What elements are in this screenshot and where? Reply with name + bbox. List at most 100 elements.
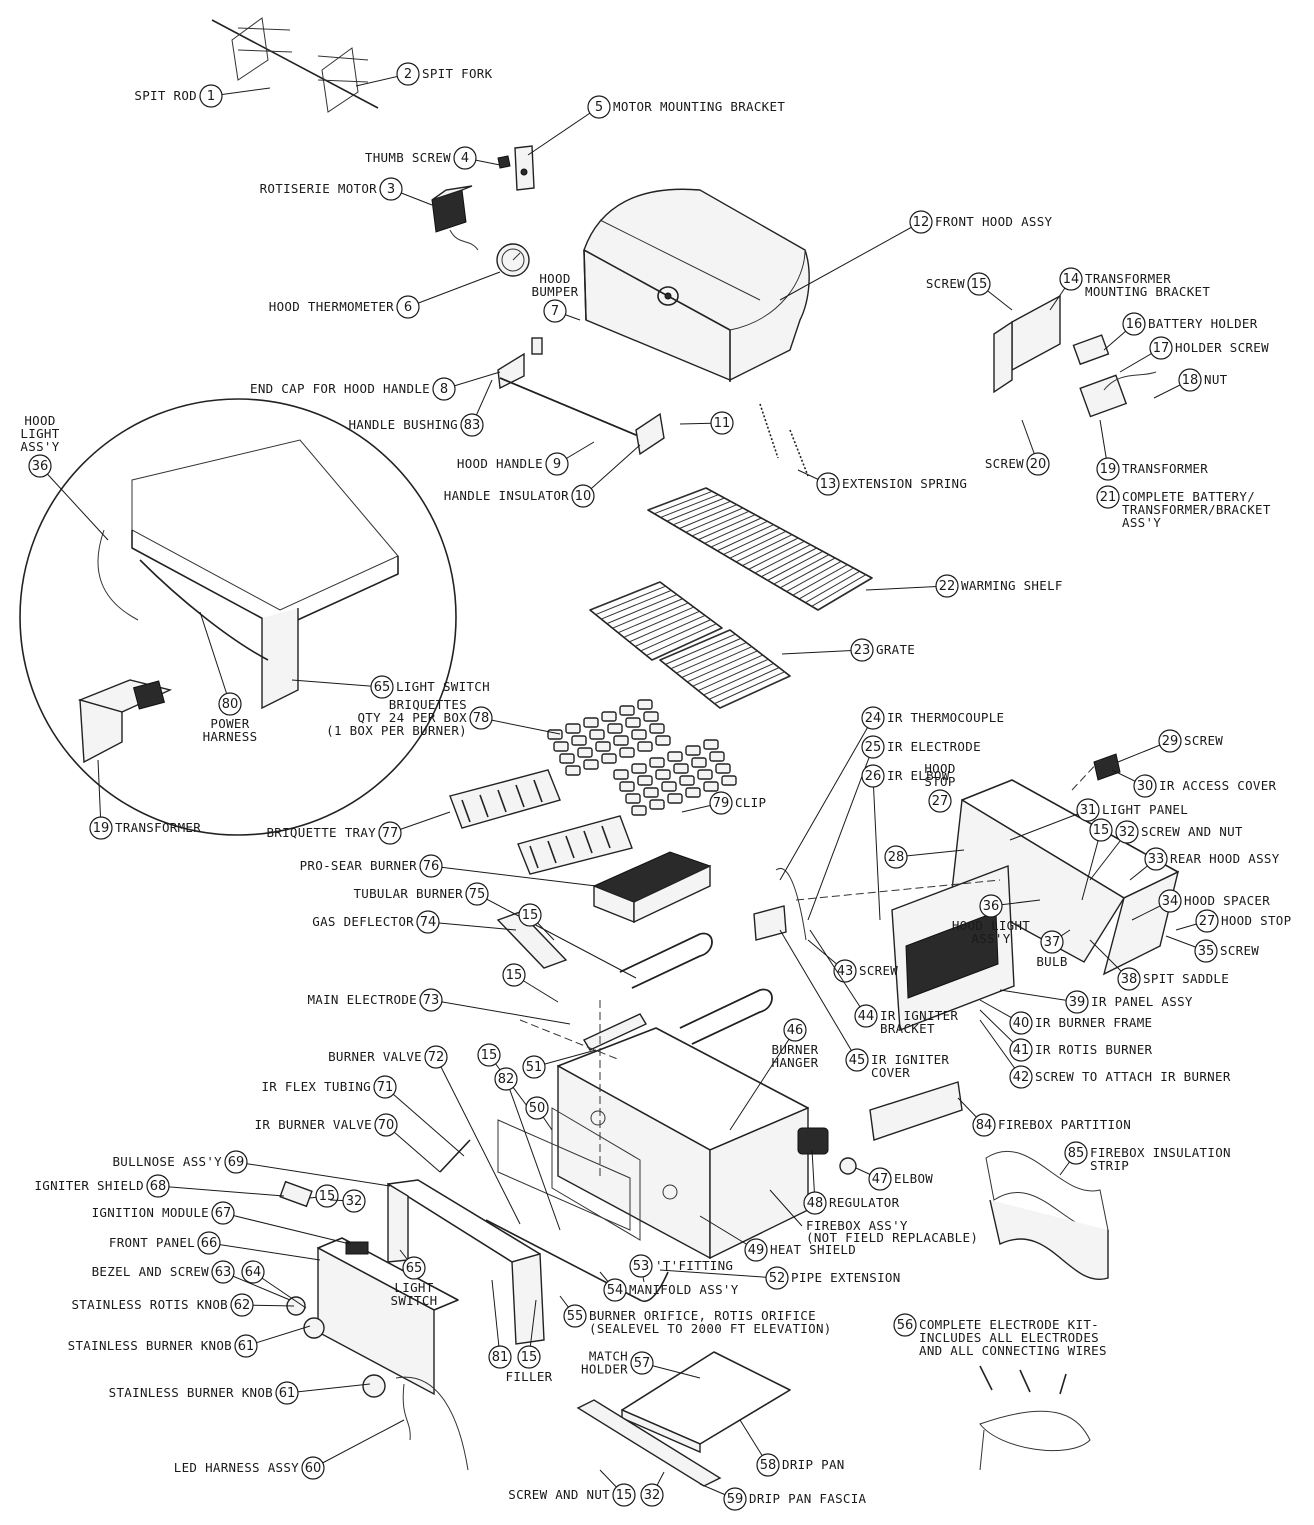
callout-number: 18	[1182, 373, 1199, 388]
callout-number: 65	[374, 680, 391, 695]
briquette	[691, 757, 707, 768]
callout-number: 40	[1013, 1016, 1030, 1031]
callout-label: LED HARNESS ASSY	[174, 1460, 299, 1475]
callout-number: 15	[971, 277, 988, 292]
front-panel-drawing	[279, 1179, 545, 1398]
callout-bubble	[816, 472, 840, 496]
callout-number: 82	[498, 1072, 515, 1087]
callout-15: 15	[477, 1043, 531, 1111]
callout-bubble	[1064, 1141, 1088, 1165]
callout-bubble	[1009, 1011, 1033, 1035]
callout-bubble	[861, 735, 885, 759]
callout-label: IR IGNITER	[880, 1008, 958, 1023]
callout-label: SPIT FORK	[422, 66, 493, 81]
shelf-bar	[811, 574, 867, 607]
callout-number: 79	[713, 796, 730, 811]
callout-bubble	[709, 791, 733, 815]
callout-number: 34	[1162, 894, 1179, 909]
callout-bubble	[374, 1113, 398, 1137]
callout-label: IR BURNER FRAME	[1035, 1015, 1152, 1030]
shelf-bar	[742, 537, 799, 567]
callout-label: MATCH	[589, 1349, 628, 1364]
callout-number: 38	[1121, 972, 1138, 987]
briquette	[619, 747, 635, 758]
callout-label: COVER	[871, 1065, 910, 1080]
callout-number: 67	[215, 1206, 232, 1221]
leader-line	[659, 1269, 778, 1279]
callout-label: LIGHT	[394, 1280, 433, 1295]
callout-bubble	[416, 910, 440, 934]
callout-bubble	[1026, 452, 1050, 476]
callout-label: BRIQUETTE TRAY	[266, 825, 376, 840]
callout-bubble	[424, 1045, 448, 1069]
callout-label: IR IGNITER	[871, 1052, 949, 1067]
callout-bubble	[241, 1260, 265, 1284]
callout-label: HANDLE BUSHING	[348, 417, 458, 432]
callout-label: IR PANEL ASSY	[1091, 994, 1193, 1009]
grate-bar	[612, 598, 683, 629]
callout-label: NUT	[1204, 372, 1228, 387]
shelf-bar	[647, 487, 707, 511]
callout-bubble	[402, 1256, 426, 1280]
callout-bubble	[861, 764, 885, 788]
callout-label: FIREBOX PARTITION	[998, 1117, 1131, 1132]
manifold-drawing	[439, 1139, 669, 1303]
callout-label: ELBOW	[894, 1171, 933, 1186]
warming-shelf-drawing	[647, 487, 873, 611]
grate-bar	[617, 602, 689, 634]
callout-number: 15	[481, 1048, 498, 1063]
callout-number: 68	[150, 1179, 167, 1194]
briquette	[655, 735, 671, 746]
callout-label: FIREBOX INSULATION	[1090, 1145, 1231, 1160]
callout-bubble	[1076, 798, 1100, 822]
callout-number: 1	[207, 89, 215, 104]
callout-label: LIGHT SWITCH	[396, 679, 490, 694]
callout-bubble	[1195, 909, 1219, 933]
callout-number: 39	[1069, 995, 1086, 1010]
callout-number: 7	[551, 304, 559, 319]
firebox-note: (NOT FIELD REPLACABLE)	[806, 1230, 978, 1245]
callout-number: 32	[346, 1194, 363, 1209]
briquette	[613, 769, 629, 780]
callout-label: BULLNOSE ASS'Y	[112, 1154, 222, 1169]
tray-slot	[583, 830, 593, 854]
leader-line	[435, 1056, 521, 1225]
tray-slot	[565, 835, 575, 859]
grate-bar	[719, 675, 791, 709]
briquette	[667, 751, 683, 762]
callout-label: BURNER ORIFICE, ROTIS ORIFICE	[589, 1308, 816, 1323]
callout-number: 80	[222, 697, 239, 712]
callout-label: IGNITION MODULE	[92, 1205, 209, 1220]
leader-line	[505, 1078, 561, 1231]
callout-number: 61	[279, 1386, 296, 1401]
shelf-bar	[735, 534, 793, 563]
callout-number: 25	[865, 740, 882, 755]
callout-bubble	[629, 1254, 653, 1278]
shelf-bar	[817, 577, 873, 611]
callout-bubble	[1009, 1038, 1033, 1062]
callout-bubble	[868, 1167, 892, 1191]
shelf-bar	[805, 570, 860, 604]
callout-bubble	[275, 1381, 299, 1405]
briquette	[685, 745, 701, 756]
callout-number: 24	[865, 711, 882, 726]
briquette	[565, 723, 581, 734]
